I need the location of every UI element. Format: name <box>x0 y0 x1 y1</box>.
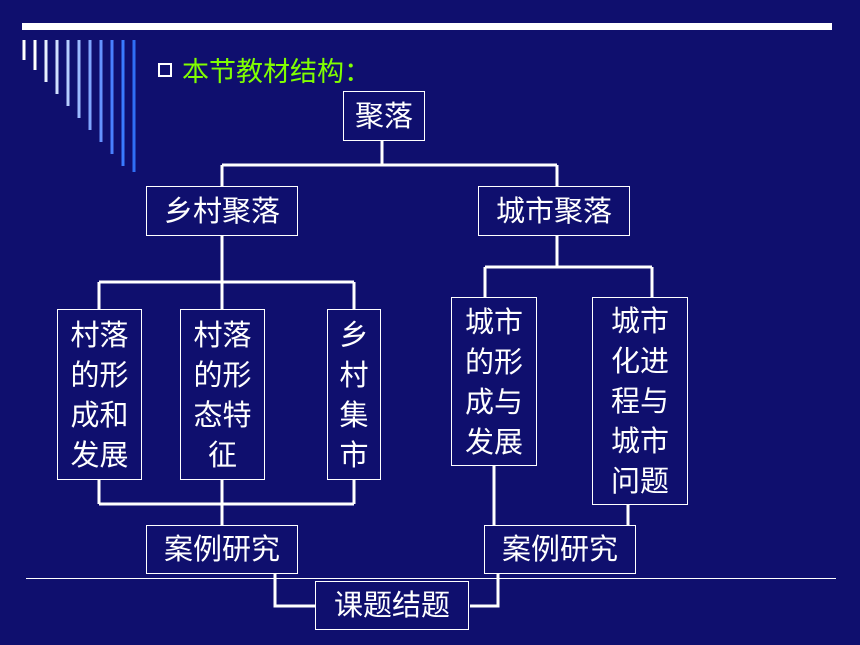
node-urban-case-study: 案例研究 <box>484 525 636 574</box>
node-city-formation: 城市的形成与发展 <box>451 297 537 466</box>
corner-stripes-decoration <box>22 40 136 172</box>
bottom-rule <box>26 578 836 579</box>
square-bullet-icon <box>158 62 172 77</box>
node-urban-settlement: 城市聚落 <box>478 186 630 236</box>
node-village-form: 村落的形态特征 <box>180 309 265 480</box>
heading-text: 本节教材结构： <box>182 57 371 88</box>
node-urbanization: 城市化进程与城市问题 <box>592 297 688 505</box>
node-village-formation: 村落的形成和发展 <box>57 309 142 480</box>
node-rural-settlement: 乡村聚落 <box>146 186 298 236</box>
node-settlement: 聚落 <box>343 91 425 141</box>
heading: 本节教材结构： <box>158 50 371 89</box>
top-rule <box>22 23 832 30</box>
node-rural-market: 乡村集市 <box>327 309 381 480</box>
node-rural-case-study: 案例研究 <box>146 525 298 574</box>
node-project-conclusion: 课题结题 <box>315 581 469 630</box>
